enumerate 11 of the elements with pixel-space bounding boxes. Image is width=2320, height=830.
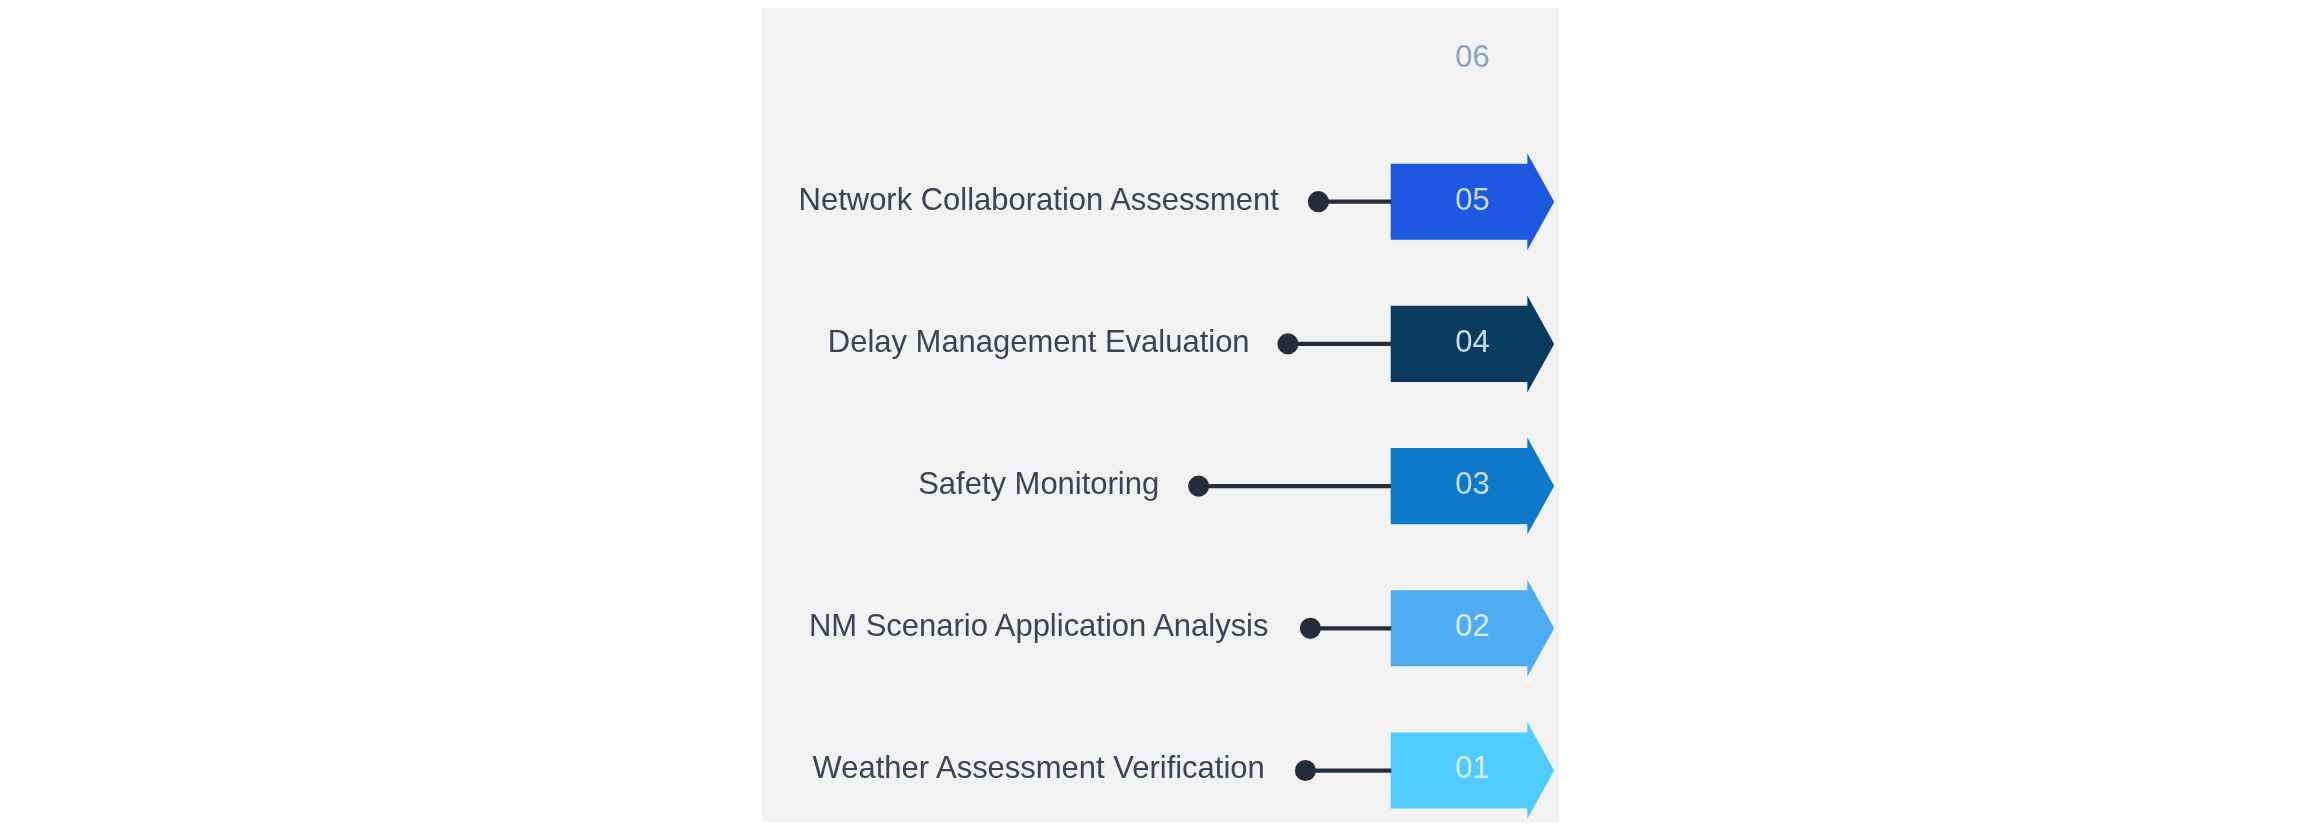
node-text: Delay Management Evaluation [827,323,1250,359]
node-text: Safety Monitoring [917,466,1159,501]
connector [1187,475,1391,497]
connector [1307,191,1391,213]
connector [1294,760,1391,782]
node-text: Network Collaboration Assessment [798,181,1279,217]
node-text: NM Scenario Application Analysis [808,608,1268,644]
node-text: Weather Assessment Verification [812,750,1265,786]
connector [1299,617,1391,639]
connector [1276,333,1391,355]
node-text: 06 [1454,39,1490,75]
